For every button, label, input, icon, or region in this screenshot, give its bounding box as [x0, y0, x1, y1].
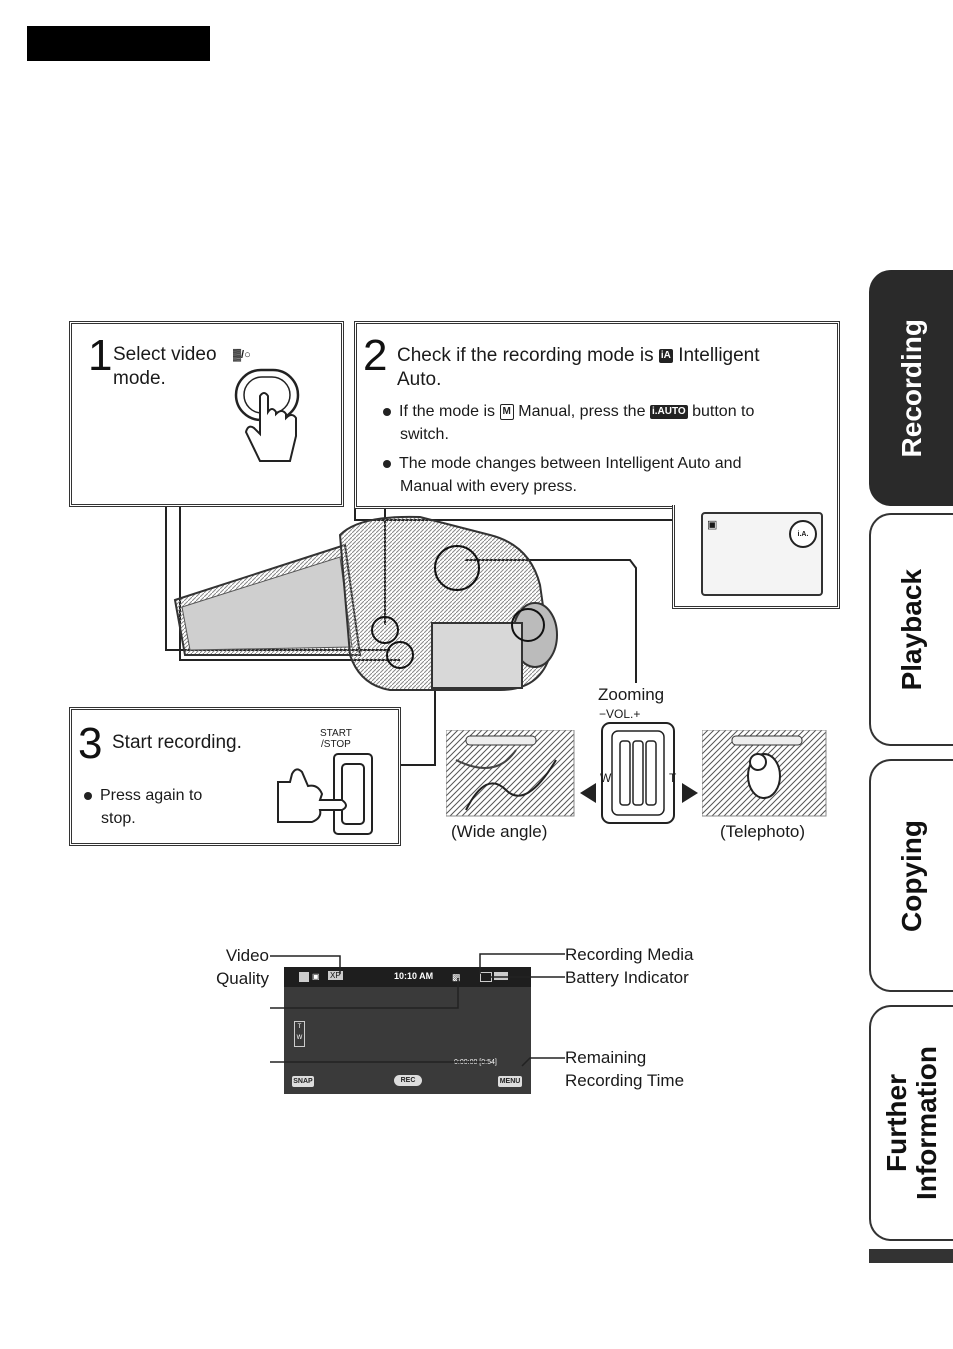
zoom-lever-icon: [580, 722, 698, 824]
lcd-zoom-t: W: [296, 1035, 303, 1041]
remaining-recording-time-label: Remaining Recording Time: [565, 1046, 684, 1092]
start-label: START: [320, 728, 352, 739]
tab-playback-label: Playback: [896, 568, 927, 691]
label-remaining: Remaining: [565, 1048, 647, 1067]
bullet-dot-icon: [383, 459, 391, 468]
step-3-bullet-line1: Press again to: [100, 787, 203, 804]
telephoto-image: [702, 730, 827, 817]
header-bar: [27, 26, 210, 61]
zoom-t-label: T: [669, 771, 677, 785]
bullet-1-post: button to: [692, 403, 755, 420]
telephoto-caption: (Telephoto): [720, 822, 806, 841]
tab-playback[interactable]: Playback: [869, 513, 953, 746]
video-quality-label: Video Quality: [211, 944, 269, 990]
step-3-box: 3 Start recording. START /STOP Press aga…: [69, 707, 401, 846]
step-1-line2: mode.: [113, 368, 166, 389]
bullet-1-line2: switch.: [400, 426, 449, 443]
step-1-text: Select video mode.: [113, 343, 217, 391]
screen-inset-display: ▣ i.A.: [701, 512, 823, 596]
quality-badge: XP: [328, 971, 343, 980]
step-2-bullet-2: The mode changes between Intelligent Aut…: [383, 452, 835, 498]
lcd-screen: ▣ XP 10:10 AM ▩ T W 0:00:00 [0:54] SNAP …: [284, 967, 531, 1094]
step-1-line1: Select video: [113, 344, 217, 365]
i-auto-button-icon: i.AUTO: [649, 404, 688, 419]
manual-mode-icon: M: [499, 403, 514, 420]
bullet-2-line1: The mode changes between Intelligent Aut…: [399, 455, 742, 472]
wide-angle-caption: (Wide angle): [451, 822, 548, 841]
lcd-zoom-indicator: T W: [294, 1021, 305, 1047]
recording-media-label: Recording Media: [565, 945, 694, 964]
lcd-rec-button[interactable]: REC: [394, 1075, 422, 1086]
stop-label: /STOP: [321, 739, 351, 750]
step-1-number: 1: [88, 331, 113, 380]
tab-recording[interactable]: Recording: [869, 270, 953, 506]
step-2-box: 2 Check if the recording mode is iA Inte…: [354, 321, 840, 509]
lcd-mode-icon: [299, 972, 309, 982]
tab-copying-label: Copying: [896, 819, 927, 932]
step-1-box: 1 Select video mode. ▓/○: [69, 321, 344, 507]
lcd-menu-button[interactable]: MENU: [498, 1076, 522, 1087]
lcd-time: 10:10 AM: [394, 971, 434, 981]
video-mode-icon: ▣: [707, 519, 718, 531]
bullet-dot-icon: [383, 407, 391, 416]
label-recording-time: Recording Time: [565, 1071, 685, 1090]
video-camera-icon: ▣: [312, 972, 320, 981]
step-3-bullet-line2: stop.: [101, 810, 136, 827]
battery-indicator-label: Battery Indicator: [565, 968, 689, 987]
step-3-text: Start recording.: [112, 732, 242, 753]
lcd-top-bar: [284, 967, 531, 987]
start-stop-label: START /STOP: [320, 728, 352, 750]
tab-further-information[interactable]: Further Information: [869, 1005, 953, 1241]
step-3-number: 3: [78, 719, 103, 768]
lcd-callout-lines: [270, 953, 565, 1067]
step-2-title-post: Intelligent: [678, 345, 760, 366]
step-2-title-pre: Check if the recording mode is: [397, 345, 654, 366]
ia-badge: i.A.: [789, 520, 817, 548]
bullet-1-mid: Manual, press the: [518, 403, 646, 420]
tab-recording-label: Recording: [896, 318, 927, 458]
page-edge-bar: [869, 1249, 953, 1263]
mode-button-press-icon: [234, 368, 300, 462]
label-video: Video: [225, 946, 269, 965]
step-2-title: Check if the recording mode is iA Intell…: [397, 344, 837, 392]
step-3-bullet: Press again to stop.: [84, 784, 202, 830]
camcorder-illustration: [173, 515, 558, 691]
wide-angle-image: [446, 730, 575, 817]
lcd-extra-icon: ▩: [452, 972, 461, 982]
lcd-zoom-w: T: [297, 1024, 302, 1030]
vol-label: −VOL.+: [599, 707, 641, 721]
zoom-w-label: W: [600, 771, 612, 785]
bullet-1-pre: If the mode is: [399, 403, 496, 420]
step-2-title-line2: Auto.: [397, 369, 442, 390]
zoom-title: Zooming: [598, 685, 665, 704]
tab-copying[interactable]: Copying: [869, 759, 953, 992]
intelligent-auto-icon: iA: [658, 348, 673, 363]
bullet-2-line2: Manual with every press.: [400, 478, 577, 495]
label-quality: Quality: [216, 969, 269, 988]
mode-button-label: ▓/○: [233, 349, 251, 361]
step-2-number: 2: [363, 331, 388, 380]
screen-inset: ▣ i.A.: [672, 505, 840, 609]
start-stop-button-press-icon: [277, 753, 373, 835]
bullet-dot-icon: [84, 791, 92, 800]
step-2-bullet-1: If the mode is M Manual, press the i.AUT…: [383, 400, 835, 446]
tab-further-information-label: Further Information: [881, 1046, 942, 1200]
battery-icon: [494, 972, 508, 980]
lcd-snapshot-button[interactable]: SNAP: [292, 1076, 314, 1087]
